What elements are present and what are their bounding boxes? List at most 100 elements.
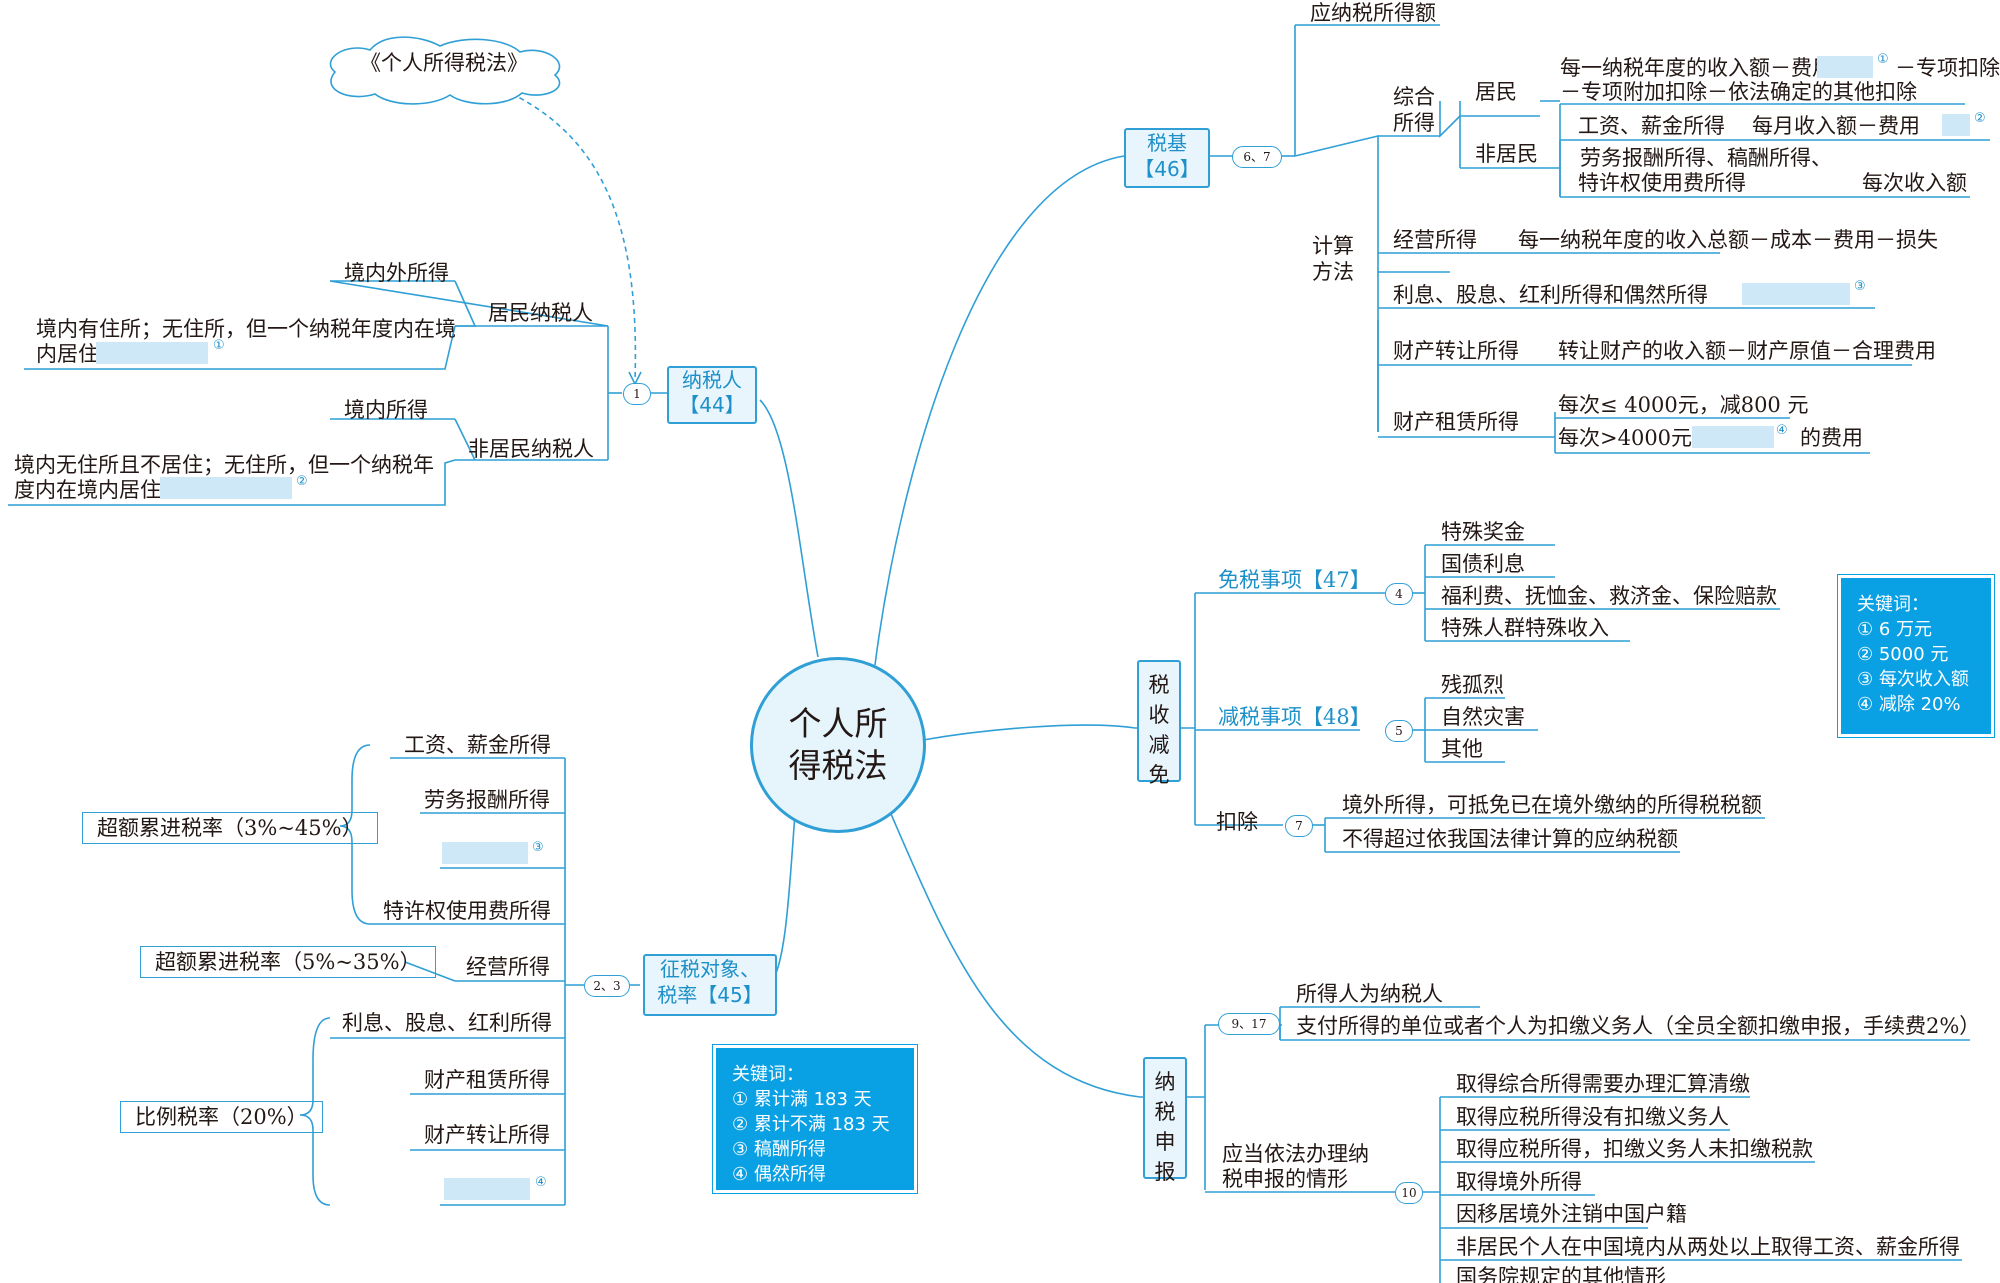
exempt-label: 免税事项【47】 [1218,568,1371,592]
nonresident-labor-formula: 每次收入额 [1862,171,1967,195]
comp-nonresident: 非居民 [1475,142,1538,166]
business-income: 经营所得 [1393,228,1477,252]
keywords-left-item: ② 累计不满 183 天 [732,1114,890,1135]
taxbase-node: 税基 【46】 [1124,128,1210,188]
taxpayer-badge: 1 [623,383,651,405]
reduce-item: 其他 [1441,737,1483,761]
taxbase-ref: 【46】 [1134,157,1200,181]
filing-title-char: 报 [1154,1160,1176,1184]
resident-formula-line1: 每一纳税年度的收入额－费用 [1560,56,1833,80]
comp-a: 综合 [1393,85,1435,109]
object-item-business: 经营所得 [466,955,550,979]
object-item-lease: 财产租赁所得 [424,1068,550,1092]
keywords-left-item: ③ 稿酬所得 [732,1139,826,1160]
filing-title-char: 税 [1154,1100,1176,1124]
resident-condition: 境内有住所；无住所，但一个纳税年度内在境内居住 [36,317,456,366]
taxbase-badge: 6、7 [1232,146,1282,168]
method-b: 方法 [1312,260,1354,284]
credit-badge: 7 [1285,815,1313,837]
keywords-right-title: 关键词： [1857,594,1929,615]
keywords-box-left: 关键词： ① 累计满 183 天 ② 累计不满 183 天 ③ 稿酬所得 ④ 偶… [712,1044,918,1194]
exempt-item: 福利费、抚恤金、救济金、保险赔款 [1441,584,1777,608]
nonresident-blank-number: ② [296,474,308,489]
keywords-left-title: 关键词： [732,1064,804,1085]
taxbase-blank-2-number: ② [1974,111,1986,126]
comp-b: 所得 [1393,111,1435,135]
resident-scope: 境内外所得 [344,261,449,285]
filing-case: 取得应税所得没有扣缴义务人 [1456,1105,1729,1129]
credit-item: 境外所得，可抵免已在境外缴纳的所得税税额 [1342,793,1762,817]
keywords-right-item: ① 6 万元 [1857,619,1933,640]
reduce-item: 自然灾害 [1441,705,1525,729]
business-formula: 每一纳税年度的收入总额－成本－费用－损失 [1518,228,1938,252]
reduce-label: 减税事项【48】 [1218,705,1371,729]
object-item-transfer: 财产转让所得 [424,1123,550,1147]
filing-case: 非居民个人在中国境内从两处以上取得工资、薪金所得 [1456,1235,1960,1259]
object-badge: 2、3 [584,975,630,997]
filing-cond-line1: 应当依法办理纳 [1222,1142,1369,1166]
object-blank-3 [442,842,528,864]
taxable-income: 应纳税所得额 [1310,1,1436,25]
filing-case: 因移居境外注销中国户籍 [1456,1202,1687,1226]
taxbase-blank-1 [1817,56,1873,78]
object-ref: 税率【45】 [657,983,763,1007]
exempt-badge: 4 [1385,583,1413,605]
object-node: 征税对象、 税率【45】 [643,954,777,1016]
relief-title-char: 免 [1148,763,1170,787]
resident-formula-line2: －专项附加扣除－依法确定的其他扣除 [1560,80,1917,104]
relief-title-char: 收 [1148,703,1170,727]
relief-node: 税 收 减 免 [1137,660,1181,787]
filing-case: 取得应税所得，扣缴义务人未扣缴税款 [1456,1137,1813,1161]
exempt-item: 特殊人群特殊收入 [1441,616,1609,640]
filing-case: 取得境外所得 [1456,1170,1582,1194]
resident-taxpayer-label: 居民纳税人 [488,301,593,325]
object-title: 征税对象、 [660,957,760,981]
filing-case: 国务院规定的其他情形 [1456,1265,1666,1283]
lease-formula-2: 每次>4000元， [1558,426,1714,450]
object-item-royalty: 特许权使用费所得 [383,899,551,923]
nonresident-blank [160,477,292,499]
taxbase-blank-1-number: ① [1877,52,1889,67]
filing-cond-line2: 税申报的情形 [1222,1167,1348,1191]
taxpayer-node: 纳税人 【44】 [667,366,757,424]
relief-title-char: 税 [1148,673,1170,697]
filing-title-char: 纳 [1154,1070,1176,1094]
taxbase-blank-4-number: ④ [1776,423,1788,438]
object-blank-3-number: ③ [532,840,544,855]
center-title-line1: 个人所 [788,704,888,743]
rate-proportional-20: 比例税率（20%） [120,1101,323,1133]
filing-node: 纳 税 申 报 [1143,1057,1187,1184]
keywords-left-item: ④ 偶然所得 [732,1164,826,1185]
center-title-line2: 得税法 [788,746,888,785]
nonresident-labor-line2: 特许权使用费所得 [1578,171,1746,195]
lease-formula-1: 每次≤ 4000元，减800 元 [1558,393,1809,417]
resident-blank [96,342,208,364]
credit-label: 扣除 [1216,810,1258,834]
keywords-right-item: ② 5000 元 [1857,644,1949,665]
taxbase-blank-2 [1942,114,1970,136]
resident-formula-line1b: －专项扣除 [1895,56,2000,80]
nonresident-scope: 境内所得 [344,398,428,422]
object-blank-4 [444,1178,530,1200]
keywords-left-item: ① 累计满 183 天 [732,1089,872,1110]
object-item-interest: 利息、股息、红利所得 [342,1011,552,1035]
rate-progressive-5-35: 超额累进税率（5%~35%） [140,946,436,978]
filing-item: 支付所得的单位或者个人为扣缴义务人（全员全额扣缴申报，手续费2%） [1296,1014,1981,1038]
filing-title-char: 申 [1154,1130,1176,1154]
lease-formula-2b: 的费用 [1800,426,1863,450]
object-blank-4-number: ④ [535,1175,547,1190]
transfer-income: 财产转让所得 [1393,339,1519,363]
nonresident-labor-line1: 劳务报酬所得、稿酬所得、 [1580,146,1832,170]
exempt-item: 国债利息 [1441,552,1525,576]
taxbase-blank-3-number: ③ [1854,279,1866,294]
object-item-labor: 劳务报酬所得 [424,788,550,812]
rate-progressive-3-45: 超额累进税率（3%~45%） [82,812,378,844]
taxbase-blank-3 [1742,283,1850,305]
source-law-title: 《个人所得税法》 [360,51,528,75]
method-a: 计算 [1312,234,1354,258]
filing-case: 取得综合所得需要办理汇算清缴 [1456,1072,1750,1096]
resident-blank-number: ① [213,338,225,353]
interest-income: 利息、股息、红利所得和偶然所得 [1393,283,1708,307]
nonresident-wage: 工资、薪金所得 [1578,114,1725,138]
